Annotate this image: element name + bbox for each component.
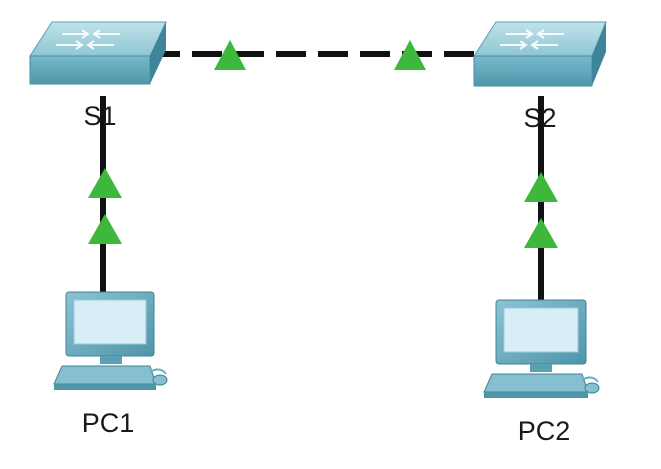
pc-pc1-label: PC1 bbox=[82, 408, 135, 438]
triangle-up-icon bbox=[88, 214, 122, 244]
link-s2-pc2-status bbox=[524, 172, 558, 248]
link-s1-s2-status bbox=[214, 40, 426, 70]
triangle-up-icon bbox=[88, 168, 122, 198]
pc-pc1[interactable]: PC1 bbox=[53, 291, 168, 438]
switch-s1[interactable]: S1 bbox=[29, 21, 167, 131]
triangle-up-icon bbox=[214, 40, 246, 70]
switch-icon bbox=[29, 21, 167, 85]
switch-icon bbox=[473, 21, 607, 87]
link-s1-pc1-status bbox=[88, 168, 122, 244]
triangle-up-icon bbox=[394, 40, 426, 70]
switch-s2-label: S2 bbox=[523, 103, 556, 133]
switch-s2[interactable]: S2 bbox=[473, 21, 607, 133]
triangle-up-icon bbox=[524, 218, 558, 248]
pc-pc2-label: PC2 bbox=[518, 416, 571, 446]
pc-pc2[interactable]: PC2 bbox=[483, 299, 600, 446]
pc-icon bbox=[53, 291, 168, 390]
pc-icon bbox=[483, 299, 600, 398]
triangle-up-icon bbox=[524, 172, 558, 202]
switch-s1-label: S1 bbox=[83, 101, 116, 131]
